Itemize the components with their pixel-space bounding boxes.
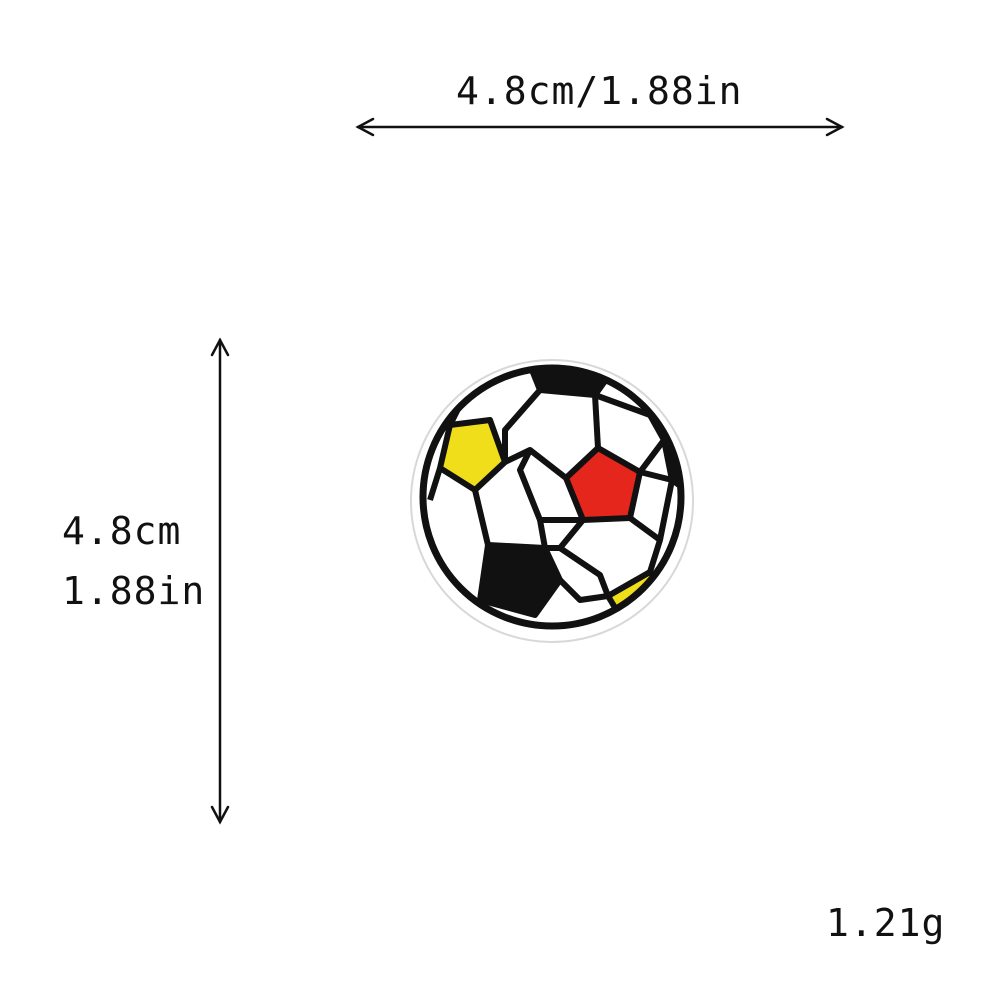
height-arrow <box>210 337 230 825</box>
width-arrow <box>355 117 845 137</box>
height-in-text: 1.88in <box>62 569 206 613</box>
red-panel-center <box>563 445 643 523</box>
height-cm-text: 4.8cm <box>62 509 182 553</box>
width-measurement-label: 4.8cm/1.88in <box>456 69 743 113</box>
weight-label: 1.21g <box>826 901 946 945</box>
height-measurement-label: 4.8cm 1.88in <box>62 512 205 632</box>
yellow-panel-left <box>437 417 508 493</box>
black-panel-bottom <box>477 542 563 618</box>
soccer-ball-patch-icon <box>410 359 694 643</box>
